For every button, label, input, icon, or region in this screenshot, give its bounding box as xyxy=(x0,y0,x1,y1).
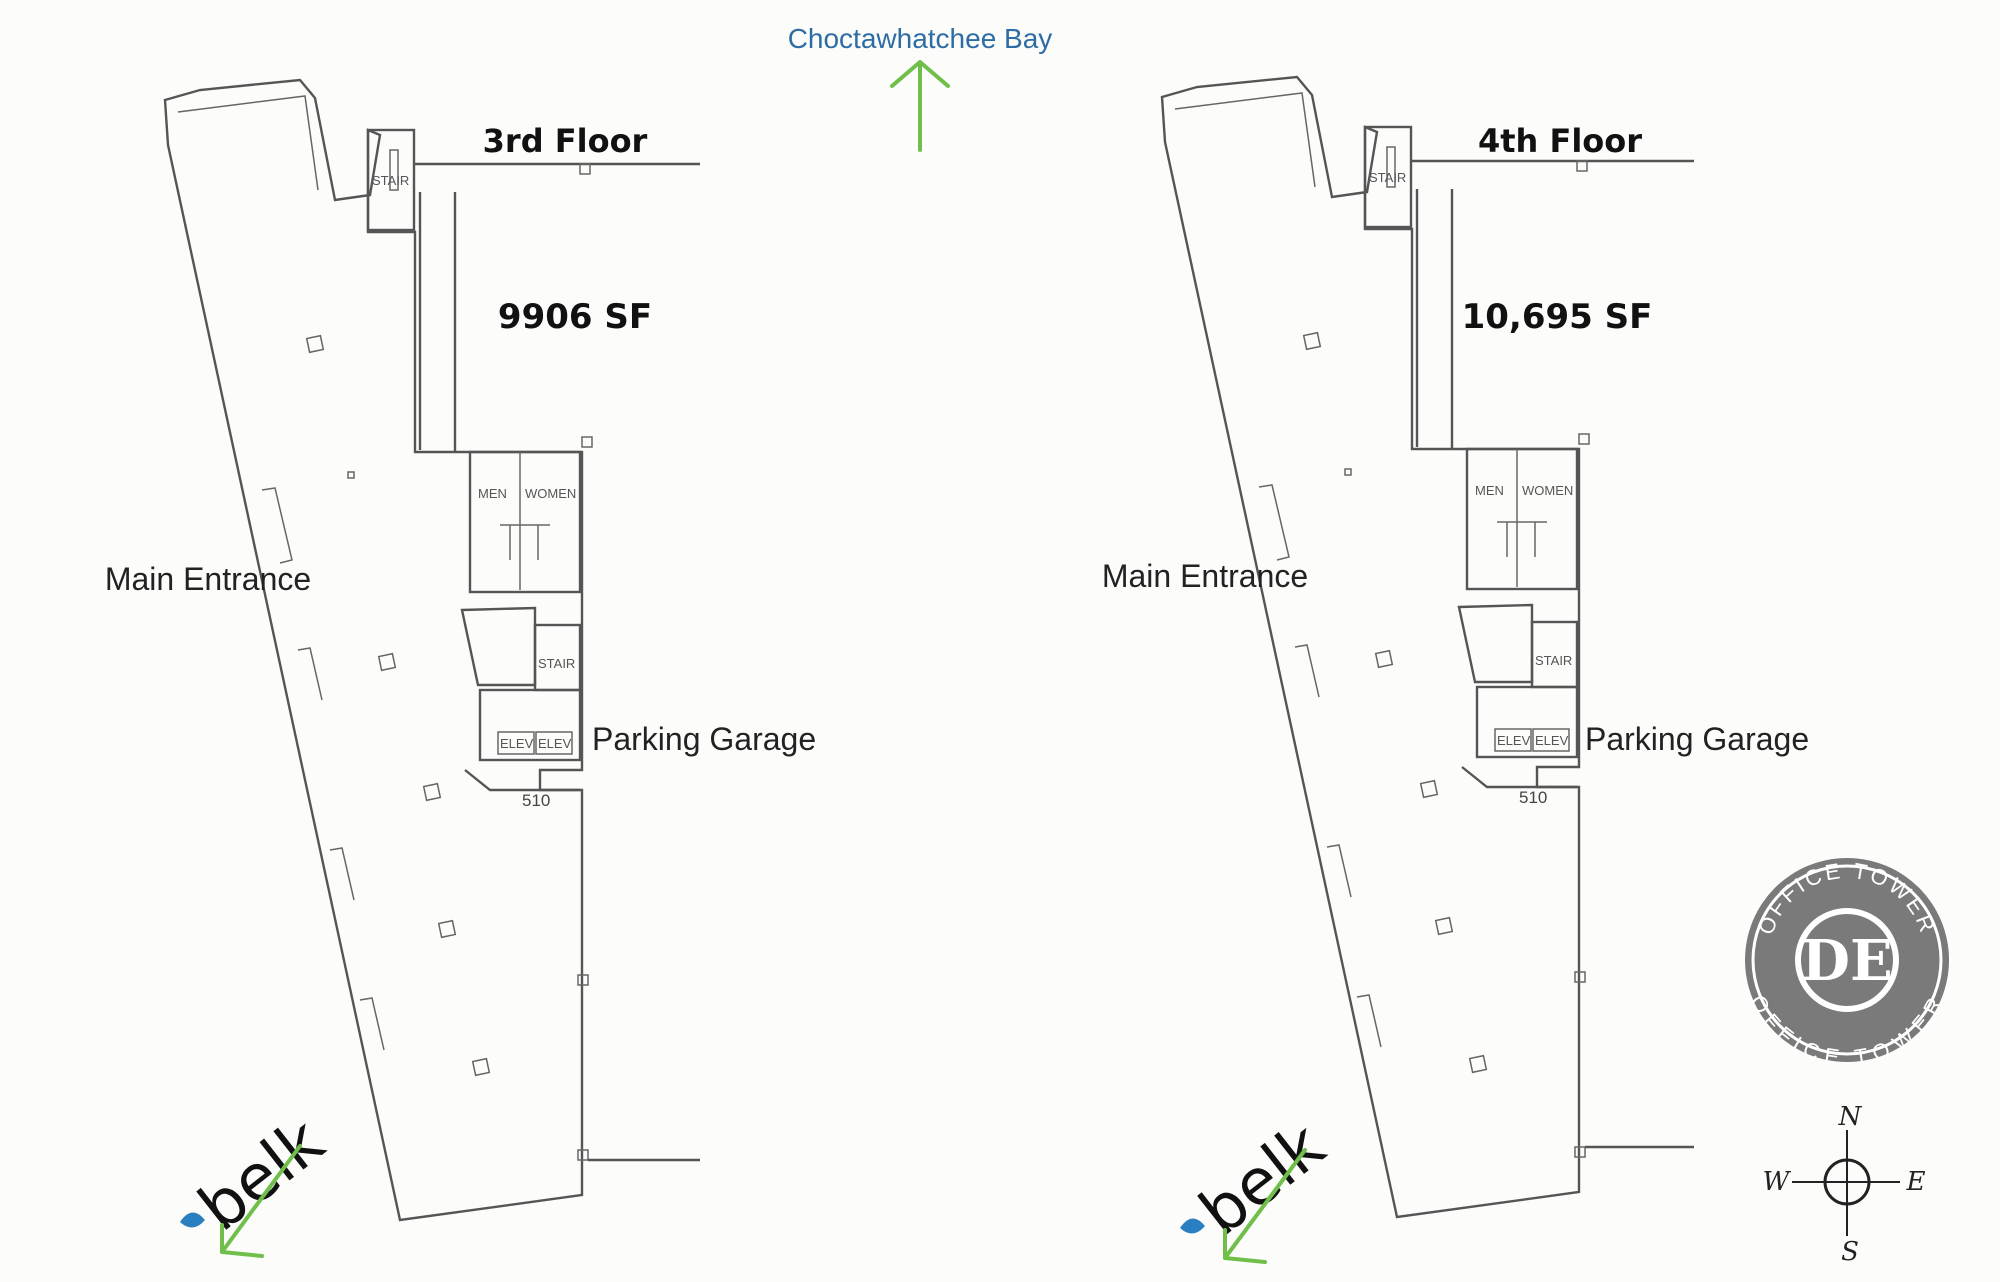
elevator-label: ELEV xyxy=(538,736,572,751)
women-room-label: WOMEN xyxy=(1522,483,1573,498)
main-entrance-label-4th: Main Entrance xyxy=(1102,558,1308,594)
belk-logo-4th: belk xyxy=(1180,1109,1339,1264)
stair-label: STAIR xyxy=(1535,653,1572,668)
seal-monogram: DE xyxy=(1801,928,1892,994)
parking-garage-label-4th: Parking Garage xyxy=(1585,721,1809,757)
men-room-label: MEN xyxy=(1475,483,1504,498)
room-number: 510 xyxy=(1519,788,1547,807)
stair-label: STAIR xyxy=(1369,170,1406,185)
compass-west: W xyxy=(1763,1167,1792,1197)
room-number: 510 xyxy=(522,791,550,810)
office-tower-seal: OFFICE TOWER OFFICE TOWER DE xyxy=(1745,858,1949,1070)
belk-logo-3rd: belk xyxy=(180,1105,338,1258)
floor-title-3rd: 3rd Floor xyxy=(483,122,648,160)
stair-label: STAIR xyxy=(538,656,575,671)
women-room-label: WOMEN xyxy=(525,486,576,501)
floor-area-4th: 10,695 SF xyxy=(1462,297,1653,337)
bay-direction-arrow xyxy=(890,60,950,152)
main-entrance-label-3rd: Main Entrance xyxy=(105,561,311,597)
compass-east: E xyxy=(1906,1167,1926,1197)
parking-garage-label-3rd: Parking Garage xyxy=(592,721,816,757)
floor-plan-4th: STAIR MEN WOMEN STAIR ELEV ELEV 510 xyxy=(1160,75,1694,1219)
floor-title-4th: 4th Floor xyxy=(1478,122,1642,160)
elevator-label: ELEV xyxy=(1497,733,1531,748)
bay-label: Choctawhatchee Bay xyxy=(788,23,1053,54)
belk-leaf-icon xyxy=(1180,1218,1205,1234)
floor-plan-3rd: STAIR MEN WOMEN STAIR ELEV ELEV 510 xyxy=(163,78,700,1222)
elevator-label: ELEV xyxy=(1535,733,1569,748)
compass-south: S xyxy=(1841,1237,1859,1267)
floor-area-3rd: 9906 SF xyxy=(498,297,652,337)
men-room-label: MEN xyxy=(478,486,507,501)
compass-rose: N S W E xyxy=(1763,1102,1926,1267)
stair-label: STAIR xyxy=(372,173,409,188)
compass-north: N xyxy=(1838,1102,1863,1132)
elevator-label: ELEV xyxy=(500,736,534,751)
belk-wordmark: belk xyxy=(1187,1109,1339,1250)
belk-wordmark: belk xyxy=(186,1105,338,1246)
belk-leaf-icon xyxy=(180,1212,205,1228)
